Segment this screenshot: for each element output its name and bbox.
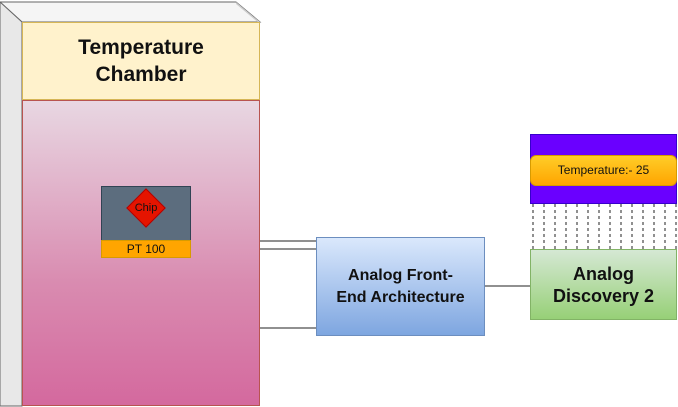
afe-block: Analog Front- End Architecture [316,237,485,336]
analog-discovery-block: Analog Discovery 2 [530,249,677,320]
chamber-top-face [0,1,262,23]
chamber-side-face [0,1,23,407]
chip-label: Chip [134,202,158,214]
chamber-right-edge [236,2,260,24]
dashed-probe-lines [532,204,677,249]
temperature-readout: Temperature:- 25 [530,155,677,186]
sensor-label: PT 100 [101,240,191,258]
chamber-title: Temperature Chamber [22,22,260,100]
